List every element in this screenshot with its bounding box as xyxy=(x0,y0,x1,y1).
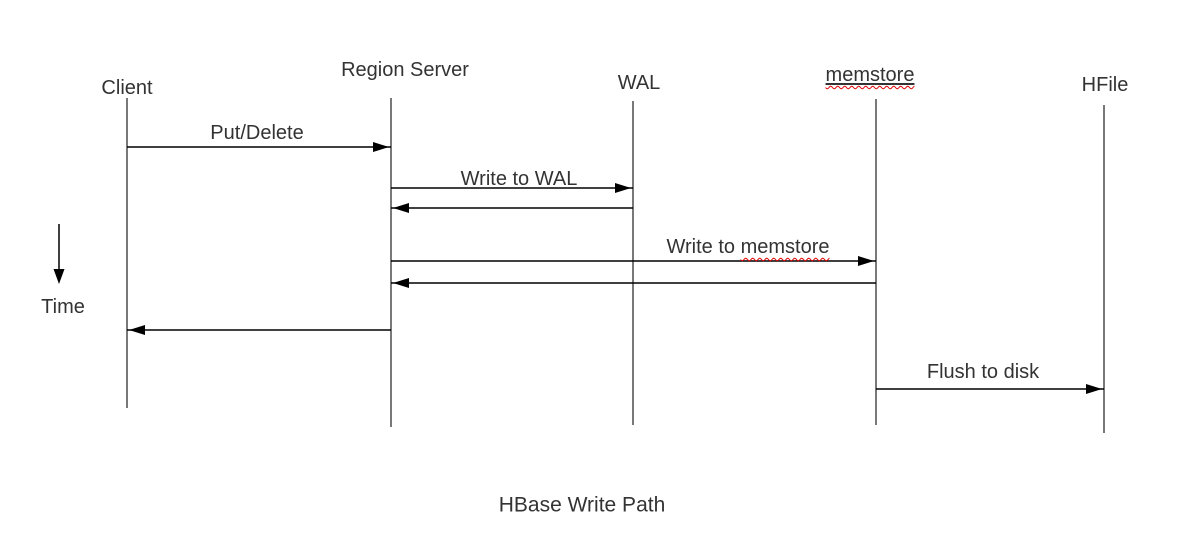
message-label-text: Write to xyxy=(666,236,741,258)
actor-label-client: Client xyxy=(101,77,153,99)
arrowhead-left-icon xyxy=(393,278,409,288)
message-label-write-to-wal: Write to WAL xyxy=(460,168,578,190)
time-axis-label: Time xyxy=(41,296,85,318)
arrowhead-down-icon xyxy=(53,269,65,284)
diagram-title: HBase Write Path xyxy=(498,493,666,517)
arrowhead-left-icon xyxy=(129,325,145,335)
message-label-put-delete: Put/Delete xyxy=(210,122,304,144)
arrowhead-right-icon xyxy=(1086,384,1102,394)
actor-label-wal: WAL xyxy=(617,72,661,94)
arrowhead-right-icon xyxy=(373,142,389,152)
actor-label-region-server: Region Server xyxy=(341,59,469,81)
arrowhead-right-icon xyxy=(858,256,874,266)
arrowhead-left-icon xyxy=(393,203,409,213)
actor-label-hfile: HFile xyxy=(1081,74,1129,96)
misspelled-word: memstore xyxy=(740,236,830,258)
message-label-flush-to-disk: Flush to disk xyxy=(926,361,1040,383)
actor-label-memstore: memstore xyxy=(825,64,915,86)
arrowhead-right-icon xyxy=(615,183,631,193)
message-label-write-to-memstore: Write to memstore xyxy=(667,235,830,259)
